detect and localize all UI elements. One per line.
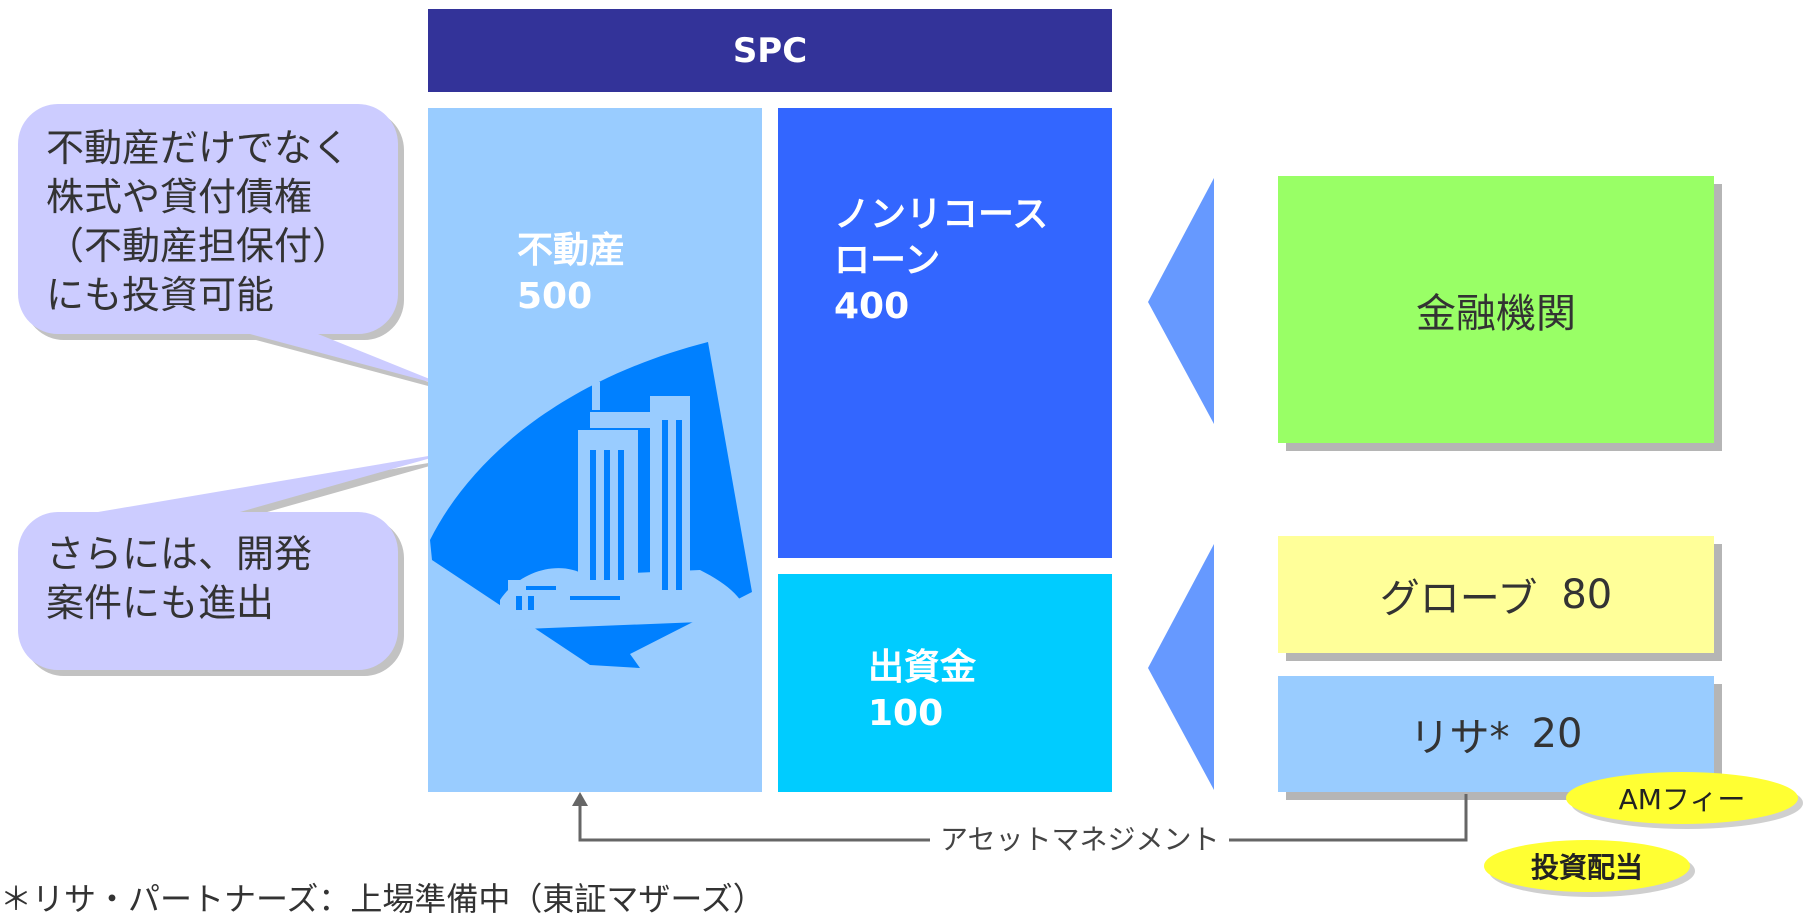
- equity-value: 100: [868, 693, 944, 734]
- investor-risa-box: リサ* 20: [1278, 676, 1714, 792]
- risa-name: リサ*: [1409, 715, 1510, 761]
- risa-amount: 20: [1531, 711, 1583, 757]
- callout-top-line: 株式や貸付債権: [46, 175, 313, 219]
- callout-bottom-text: さらには、開発 案件にも進出: [46, 530, 312, 628]
- callout-top-bubble: [18, 104, 458, 394]
- loan-value: 400: [834, 286, 910, 327]
- equity-block: [778, 574, 1112, 792]
- nonrecourse-loan-block: [778, 108, 1112, 558]
- equity-arrow: [1148, 544, 1214, 790]
- dividend-badge: 投資配当: [1484, 840, 1690, 892]
- diagram-shapes: [18, 104, 1214, 790]
- investor-grove-box: グローブ 80: [1278, 536, 1714, 653]
- callout-bottom-line: さらには、開発: [46, 532, 313, 576]
- loan-name-line1: ノンリコース: [834, 194, 1049, 235]
- loan-arrow: [1148, 178, 1214, 424]
- callout-top-line: にも投資可能: [46, 273, 275, 317]
- equity-name: 出資金: [868, 647, 977, 688]
- footnote: ＊リサ・パートナーズ：上場準備中（東証マザーズ）: [0, 880, 765, 918]
- callout-top-line: （不動産担保付）: [46, 224, 351, 268]
- real-estate-label: 不動産 500: [517, 228, 625, 320]
- grove-amount: 80: [1561, 571, 1613, 618]
- callout-top-text: 不動産だけでなく 株式や貸付債権 （不動産担保付） にも投資可能: [46, 124, 350, 320]
- financial-institutions-box: 金融機関: [1278, 176, 1714, 443]
- real-estate-value: 500: [517, 276, 593, 317]
- asset-management-flow: [572, 792, 1468, 842]
- callout-bottom-line: 案件にも進出: [46, 581, 275, 625]
- loan-name-line2: ローン: [834, 240, 941, 281]
- equity-label: 出資金 100: [868, 645, 976, 737]
- real-estate-name: 不動産: [517, 230, 626, 271]
- am-fee-badge: AMフィー: [1566, 772, 1798, 824]
- callout-bottom-bubble: [18, 452, 458, 676]
- building-icon: [430, 342, 752, 668]
- asset-management-label: アセットマネジメント: [930, 818, 1230, 858]
- callout-top-line: 不動産だけでなく: [46, 126, 351, 170]
- spc-header: SPC: [428, 9, 1112, 92]
- nonrecourse-loan-label: ノンリコース ローン 400: [834, 192, 1048, 330]
- grove-name: グローブ: [1379, 575, 1538, 622]
